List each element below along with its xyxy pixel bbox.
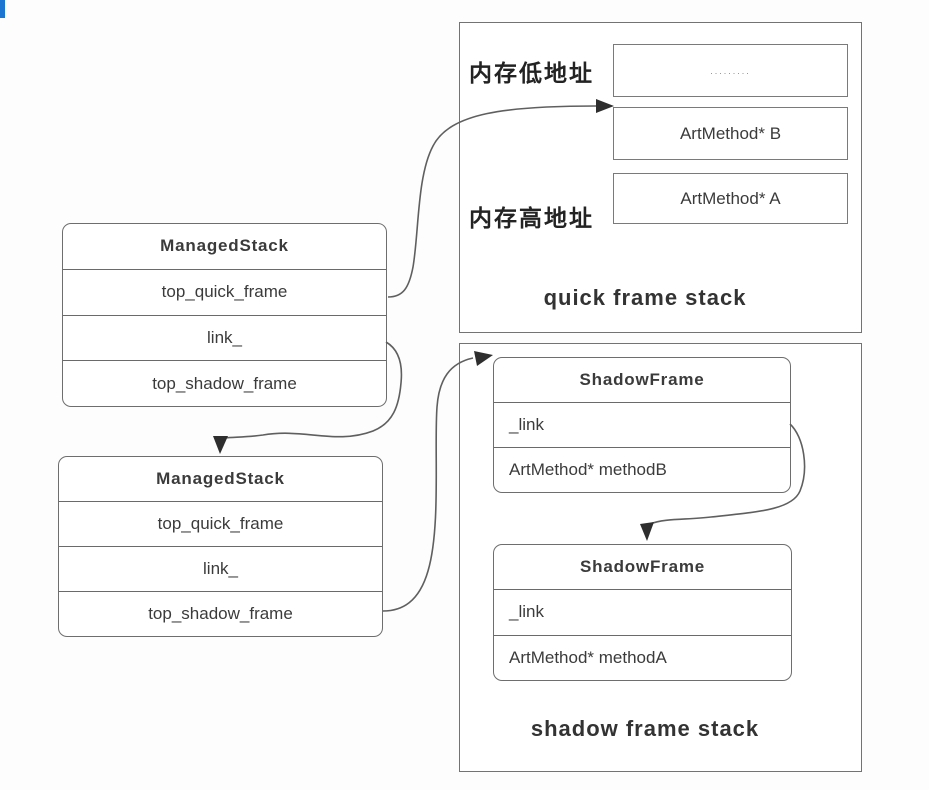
managed-stack-row-link: link_ [59, 546, 382, 591]
managed-stack-row-top-quick-frame: top_quick_frame [63, 268, 386, 315]
shadow-frame-1: ShadowFrame _link ArtMethod* methodB [493, 357, 791, 493]
managed-stack-row-top-quick-frame: top_quick_frame [59, 501, 382, 546]
managed-stack-title: ManagedStack [156, 469, 285, 488]
shadow-frame-title: ShadowFrame [579, 370, 705, 389]
shadow-frame-row-method: ArtMethod* methodB [494, 447, 790, 492]
shadow-frame-row-method: ArtMethod* methodA [494, 634, 791, 680]
managed-stack-2: ManagedStack top_quick_frame link_ top_s… [58, 456, 383, 637]
quick-frame-stack-container: 内存低地址 ......... ArtMethod* B ArtMethod* … [459, 22, 862, 333]
managed-stack-row-link: link_ [63, 314, 386, 361]
managed-stack-1: ManagedStack top_quick_frame link_ top_s… [62, 223, 387, 407]
shadow-frame-stack-caption: shadow frame stack [530, 716, 760, 741]
shadow-frame-row-link: _link [494, 589, 791, 634]
quick-frame-stack-caption: quick frame stack [543, 285, 747, 310]
managed-stack-title: ManagedStack [160, 236, 289, 256]
managed-stack-row-top-shadow-frame: top_shadow_frame [63, 360, 386, 406]
stack-slot-artmethod-b: ArtMethod* B [613, 107, 848, 160]
shadow-frame-title: ShadowFrame [580, 557, 705, 577]
stack-slot-artmethod-a: ArtMethod* A [613, 173, 848, 224]
shadow-frame-row-link: _link [494, 402, 790, 447]
managed-stack-row-top-shadow-frame: top_shadow_frame [59, 591, 382, 636]
stack-slot-placeholder: ......... [613, 44, 848, 97]
shadow-frame-2: ShadowFrame _link ArtMethod* methodA [493, 544, 792, 681]
shadow-frame-stack-container: ShadowFrame _link ArtMethod* methodB Sha… [459, 343, 862, 772]
accent-bar-fragment [0, 0, 5, 18]
memory-low-address-label: 内存低地址 [469, 60, 594, 86]
memory-high-address-label: 内存高地址 [469, 205, 594, 231]
